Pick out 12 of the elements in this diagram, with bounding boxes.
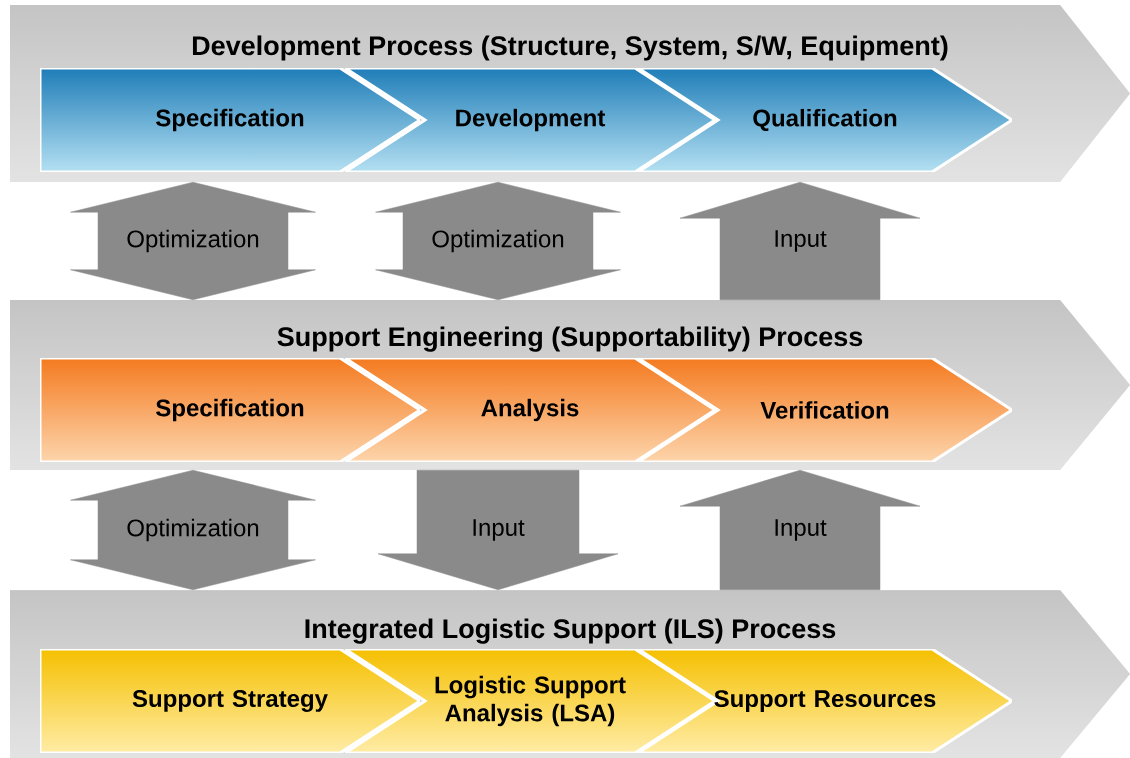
edge-label: Optimization [127, 518, 259, 542]
chevron-step: Specification [40, 358, 420, 462]
chevron-step: Support Strategy [40, 649, 420, 753]
edge-label: Input [473, 519, 525, 541]
edge-label: Input [775, 230, 827, 252]
block-arrow [377, 469, 619, 591]
chevron-step: Specification [40, 68, 420, 172]
edge-label: Input [775, 519, 827, 541]
block-arrow [679, 181, 921, 301]
edge-label: Optimization [432, 229, 564, 253]
edge-label: Optimization [127, 229, 259, 253]
block-arrow [679, 469, 921, 591]
